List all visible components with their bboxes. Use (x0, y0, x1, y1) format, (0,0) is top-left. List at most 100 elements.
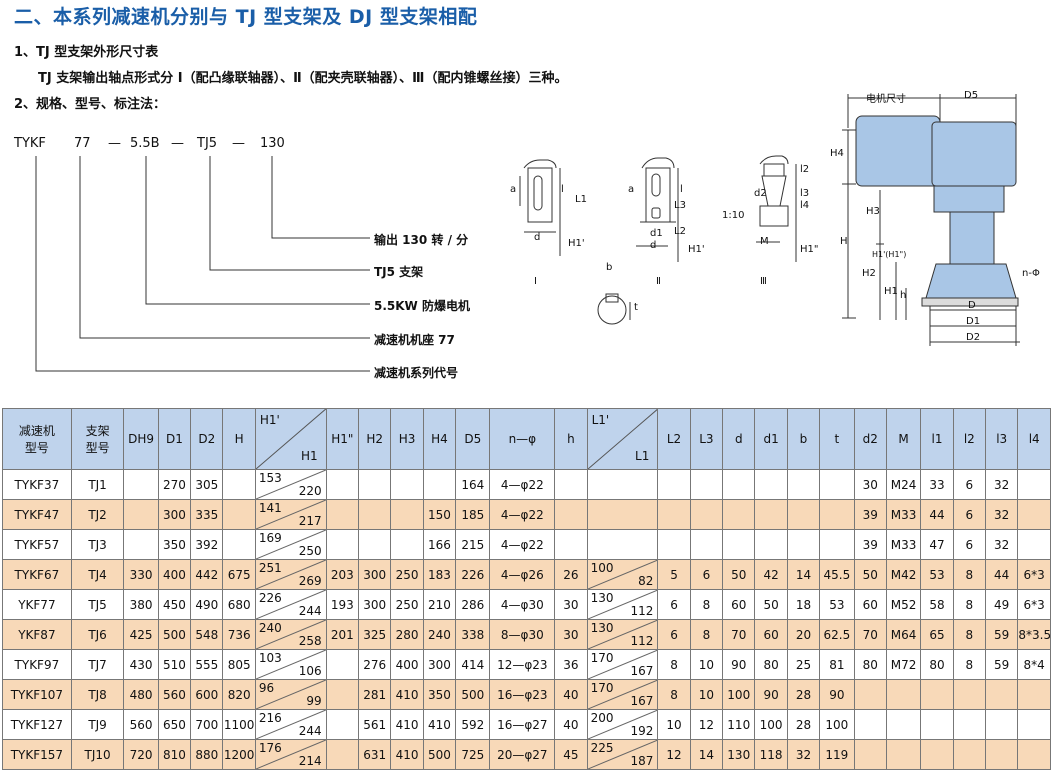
cell-l2: 8 (952, 619, 987, 650)
cell-bracket: TJ7 (70, 649, 125, 680)
code-bracket: TJ5 (197, 136, 218, 151)
cell-d: 70 (722, 619, 756, 650)
cell-model: TYKF157 (2, 739, 72, 770)
cell-d: 100 (722, 679, 756, 710)
drw-M: M (760, 236, 769, 247)
cell-H: 820 (222, 679, 256, 710)
cell-M (885, 739, 922, 770)
cell-bracket: TJ1 (70, 469, 125, 500)
cell-H: 675 (222, 559, 256, 590)
cell-H4: 240 (422, 619, 457, 650)
cell-d2: 39 (853, 529, 887, 560)
th-d1: d1 (754, 408, 788, 470)
cell-H: 805 (222, 649, 256, 680)
cell-H2 (357, 499, 392, 530)
cell-L3: 14 (689, 739, 724, 770)
cell-d1: 60 (754, 619, 788, 650)
cell-l3 (985, 679, 1019, 710)
cell-h: 36 (554, 649, 588, 680)
th-L2: L2 (657, 408, 691, 470)
drw-d2: d2 (754, 188, 767, 199)
cell-l4 (1017, 469, 1051, 500)
cell-D5: 164 (455, 469, 491, 500)
drw-type-2: Ⅱ (656, 276, 661, 287)
cell-n-phi: 4—φ22 (489, 499, 556, 530)
cell-h: 40 (554, 679, 588, 710)
drw-L3: L3 (674, 200, 686, 211)
cell-H2 (357, 529, 392, 560)
shaft-drawings (519, 155, 797, 325)
asm-H3: H3 (866, 206, 880, 217)
cell-H2 (357, 469, 392, 500)
cell-L3: 10 (689, 649, 724, 680)
th-n-phi: n—φ (489, 408, 556, 470)
code-dash-2: — (171, 136, 184, 151)
cell-H3: 400 (390, 649, 424, 680)
cell-l3: 44 (985, 559, 1019, 590)
cell-d1 (754, 469, 788, 500)
cell-H4 (422, 469, 457, 500)
cell-D1: 300 (157, 499, 192, 530)
cell-H4: 350 (422, 679, 457, 710)
cell-M: M24 (885, 469, 922, 500)
code-dash-1: — (108, 136, 121, 151)
cell-H: 736 (222, 619, 256, 650)
th-b: b (786, 408, 821, 470)
cell-n-phi: 4—φ22 (489, 529, 556, 560)
section-1-heading: 1、TJ 型支架外形尺寸表 (14, 45, 159, 60)
cell-H2: 561 (357, 709, 392, 740)
cell-l3: 59 (985, 619, 1019, 650)
cell-H2: 325 (357, 619, 392, 650)
cell-l2: 6 (952, 499, 987, 530)
cell-bracket: TJ10 (70, 739, 125, 770)
cell-H4: 300 (422, 649, 457, 680)
cell-b: 25 (786, 649, 821, 680)
cell-d1 (754, 529, 788, 560)
cell-H3: 250 (390, 559, 424, 590)
cell-d2: 60 (853, 589, 887, 620)
cell-D5: 725 (455, 739, 491, 770)
cell-bracket: TJ5 (70, 589, 125, 620)
asm-D2: D2 (966, 332, 981, 343)
cell-l1: 47 (920, 529, 954, 560)
cell-model: TYKF127 (2, 709, 72, 740)
th-H1pp: H1" (325, 408, 360, 470)
cell-b: 14 (786, 559, 821, 590)
cell-H: 1100 (222, 709, 256, 740)
cell-l4 (1017, 529, 1051, 560)
cell-DH9: 425 (123, 619, 159, 650)
cell-H4: 210 (422, 589, 457, 620)
cell-n-phi: 8—φ30 (489, 619, 556, 650)
cell-D2: 555 (190, 649, 224, 680)
cell-D2: 392 (190, 529, 224, 560)
cell-n-phi: 16—φ27 (489, 709, 556, 740)
cell-l3: 49 (985, 589, 1019, 620)
cell-H4: 410 (422, 709, 457, 740)
th-H3: H3 (390, 408, 424, 470)
cell-l2 (952, 679, 987, 710)
cell-L1-fraction (586, 499, 659, 530)
cell-H1pp (325, 709, 360, 740)
cell-D5: 414 (455, 649, 491, 680)
code-dash-3: — (232, 136, 245, 151)
cell-d1: 42 (754, 559, 788, 590)
cell-d2 (853, 679, 887, 710)
cell-h (554, 499, 588, 530)
th-t: t (819, 408, 855, 470)
cell-l3: 32 (985, 469, 1019, 500)
cell-L3 (689, 529, 724, 560)
th-D2: D2 (190, 408, 224, 470)
cell-b (786, 529, 821, 560)
cell-l1: 53 (920, 559, 954, 590)
cell-l1: 65 (920, 619, 954, 650)
cell-H1pp (325, 499, 360, 530)
cell-t: 119 (819, 739, 855, 770)
cell-D5: 215 (455, 529, 491, 560)
cell-H3 (390, 499, 424, 530)
cell-l4 (1017, 739, 1051, 770)
cell-L3: 8 (689, 619, 724, 650)
